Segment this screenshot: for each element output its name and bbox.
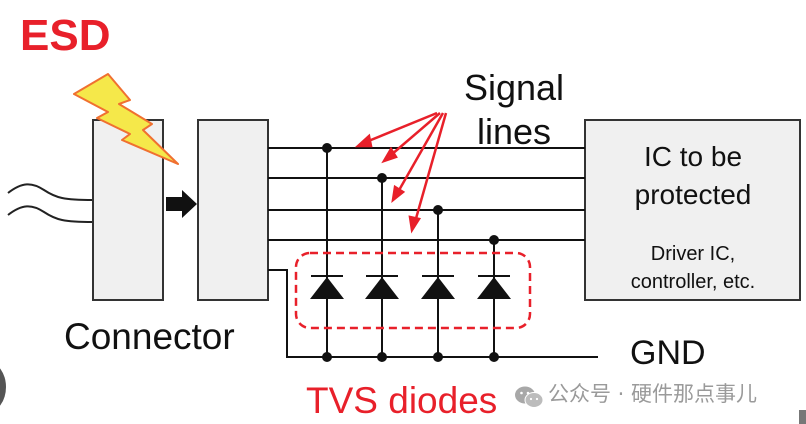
tvs-diode	[477, 275, 511, 299]
ic-label: IC to be protected	[586, 138, 800, 214]
ic-sublabel-line1: Driver IC,	[650, 243, 736, 265]
signal-lines-label-line2: lines	[476, 111, 552, 152]
signal-pointer-arrows	[354, 111, 448, 234]
tvs-diode	[421, 275, 455, 299]
esd-label: ESD	[20, 11, 111, 60]
ic-label-line1: IC to be	[643, 141, 743, 172]
tvs-diode	[310, 275, 344, 299]
connector-box-right	[197, 119, 269, 301]
cable-wave-icon	[7, 183, 94, 223]
tvs-diode	[365, 275, 399, 299]
signal-lines-label-line1: Signal	[463, 67, 565, 108]
signal-lines	[268, 147, 585, 241]
edge-scroll-marker	[799, 410, 806, 424]
connector-label: Connector	[64, 316, 235, 357]
edge-button[interactable]	[0, 362, 6, 412]
ic-sublabel-line2: controller, etc.	[630, 271, 756, 293]
signal-lines-label: Signal lines	[454, 66, 574, 154]
tvs-diodes-label: TVS diodes	[306, 380, 498, 421]
gnd-line	[268, 269, 598, 358]
gnd-label: GND	[630, 334, 706, 372]
arrow-right-icon	[166, 190, 197, 218]
watermark-text: 公众号 · 硬件那点事儿	[548, 382, 758, 406]
ic-sublabel: Driver IC, controller, etc.	[586, 240, 800, 296]
junction-dots	[322, 143, 499, 362]
wechat-icon	[515, 386, 544, 408]
tvs-highlight-box	[294, 251, 532, 330]
lightning-bolt-icon	[73, 73, 179, 165]
ic-label-line2: protected	[634, 179, 752, 210]
